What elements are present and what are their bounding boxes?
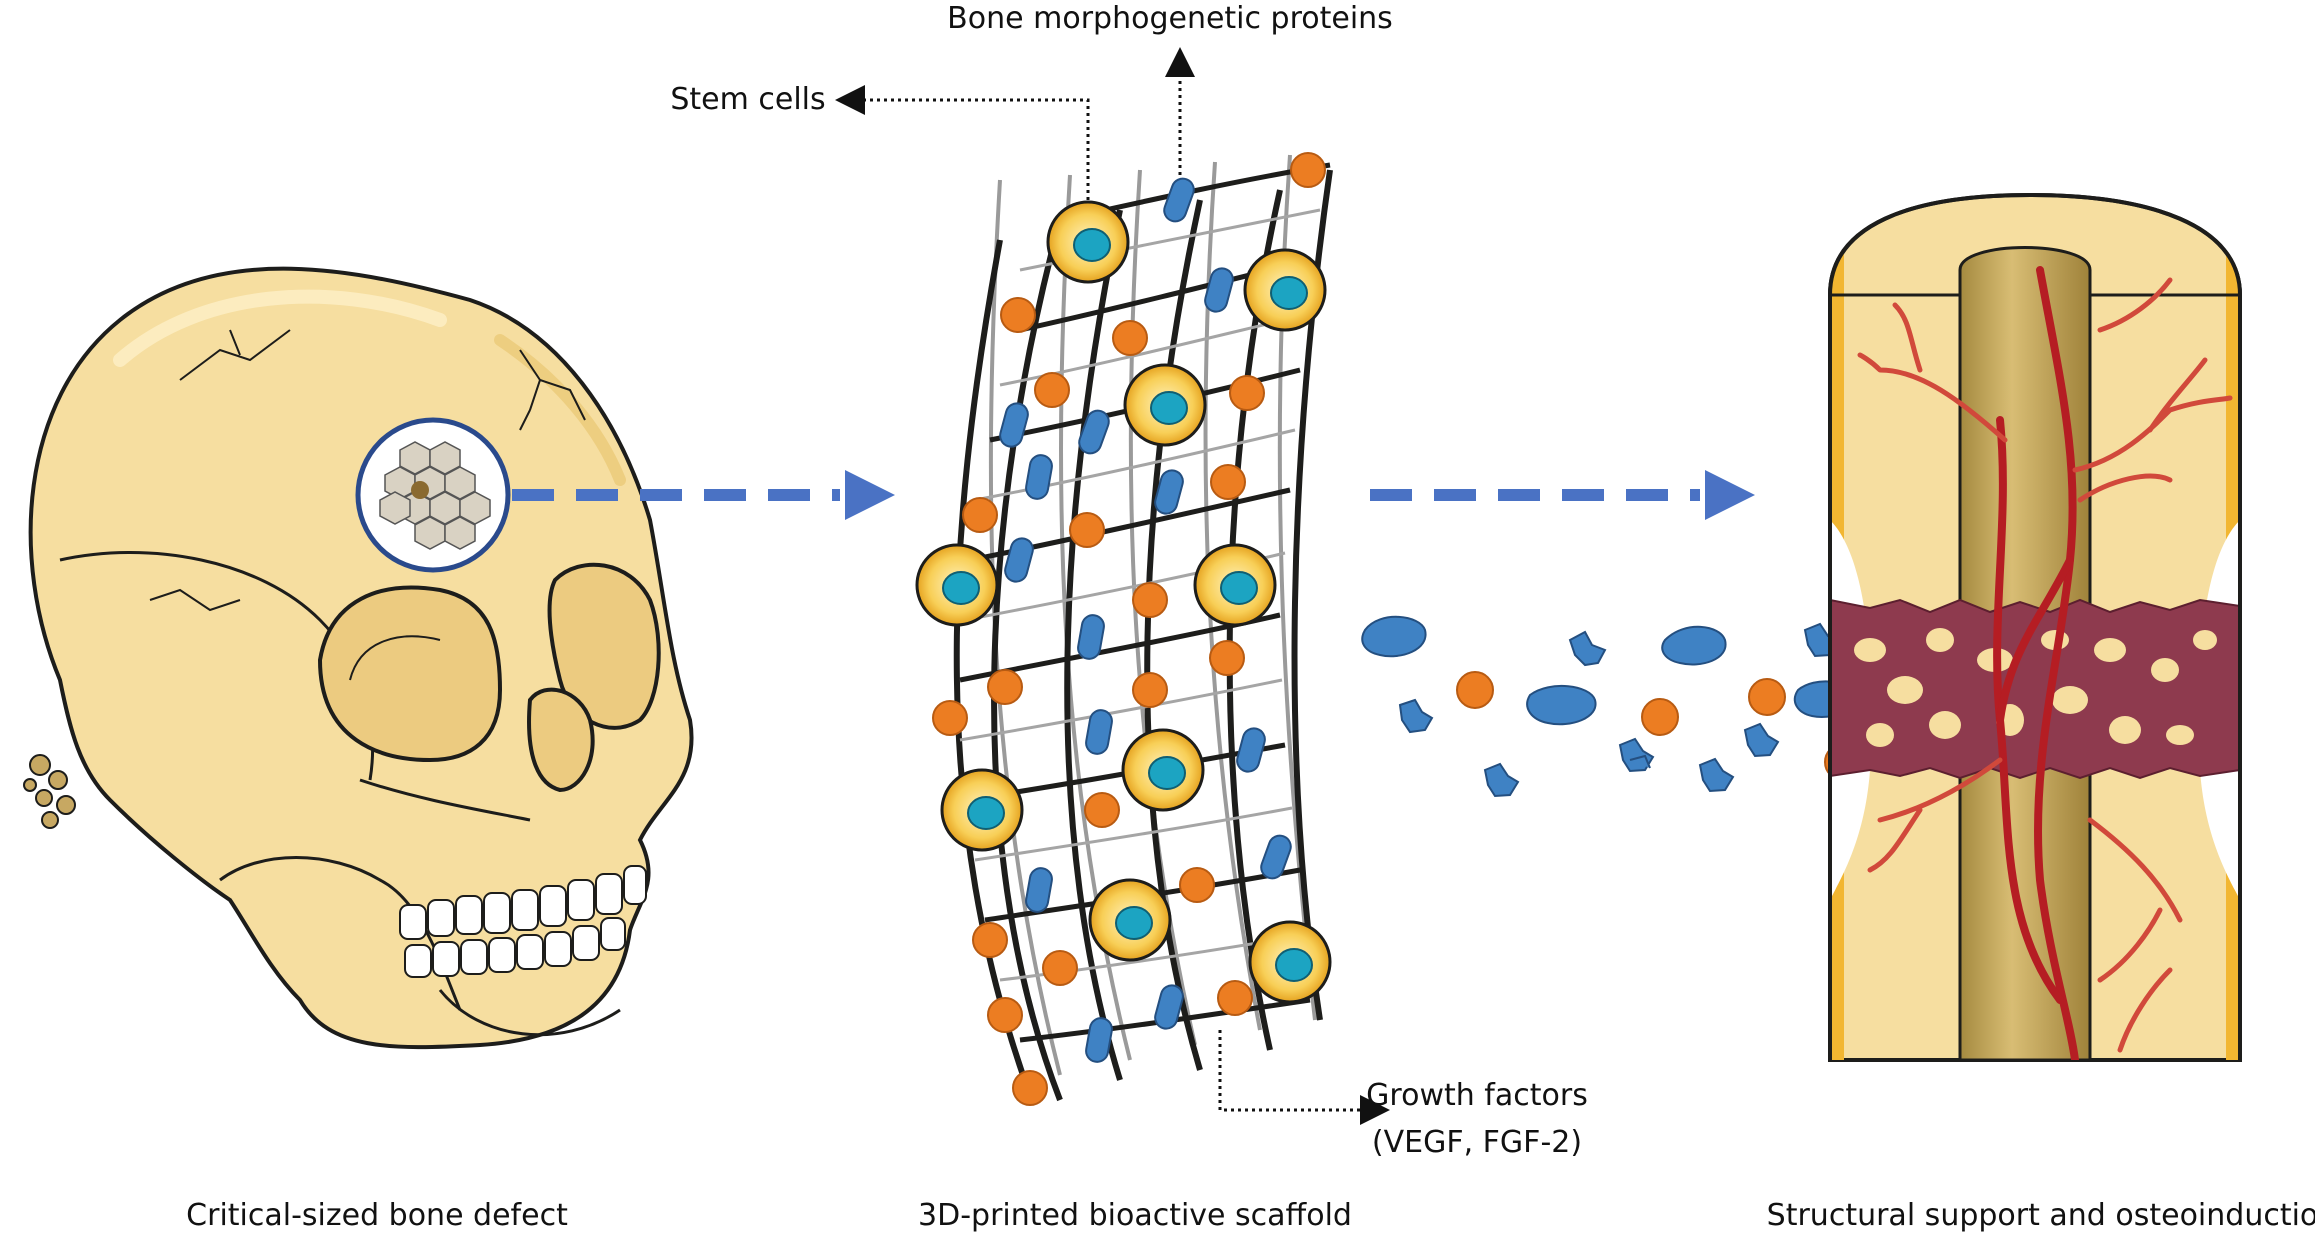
stem-cell-icon: [1248, 920, 1332, 1004]
scaffold-icon: [953, 154, 1333, 1102]
mastoid-texture: [23, 754, 76, 829]
upper-teeth: [399, 865, 647, 940]
growth-factors-label: Growth factors: [1366, 1078, 1588, 1113]
stem-cell-icon: [915, 543, 999, 627]
caption-scaffold: 3D-printed bioactive scaffold: [918, 1198, 1352, 1233]
bmp-label: Bone morphogenetic proteins: [947, 1, 1393, 36]
stem-cell-icon: [940, 768, 1024, 852]
caption-bone-defect: Critical-sized bone defect: [186, 1198, 568, 1233]
skull-icon: [23, 266, 694, 1050]
caption-osteoinduction: Structural support and osteoinduction: [1767, 1198, 2315, 1233]
stem-cell-icon: [1121, 728, 1205, 812]
stem-cell-icon: [1193, 543, 1277, 627]
stem-cell-icon: [1243, 248, 1327, 332]
released-factors: [1361, 615, 1862, 798]
dashed-arrow-icon: [512, 470, 895, 520]
dotted-leader-arrow-icon: [835, 47, 1390, 1125]
stem-cells: [915, 200, 1332, 1004]
bmp-particles: [932, 152, 1326, 1106]
growth-factors-sublabel: (VEGF, FGF-2): [1372, 1125, 1582, 1160]
stem-cell-icon: [1088, 878, 1172, 962]
growth-factor-particles: [999, 177, 1292, 1063]
stem-cells-label: Stem cells: [670, 82, 825, 117]
stem-cell-icon: [1046, 200, 1130, 284]
stem-cell-icon: [1123, 363, 1207, 447]
bone-defect-icon: [355, 417, 511, 573]
lower-teeth: [404, 917, 626, 978]
long-bone-icon: [1828, 192, 2242, 1062]
dashed-arrow-icon: [1370, 470, 1755, 520]
